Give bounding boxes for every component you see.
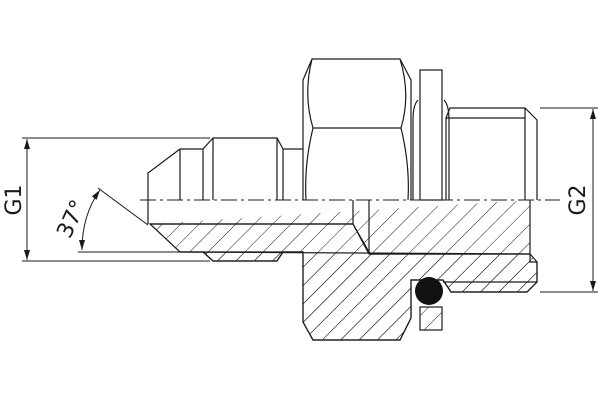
washer-lower [419,306,443,331]
washer-upper [419,69,443,201]
tube-upper [147,137,303,224]
g1-label: G1 [2,184,27,215]
angle-label: 37° [53,196,92,242]
hex-nut [302,58,412,201]
body-outline [148,223,538,341]
o-ring [415,277,443,305]
g2-label: G2 [566,184,591,215]
washer-seat [412,99,450,200]
thread-upper [445,107,538,200]
angle-arc [79,189,101,251]
